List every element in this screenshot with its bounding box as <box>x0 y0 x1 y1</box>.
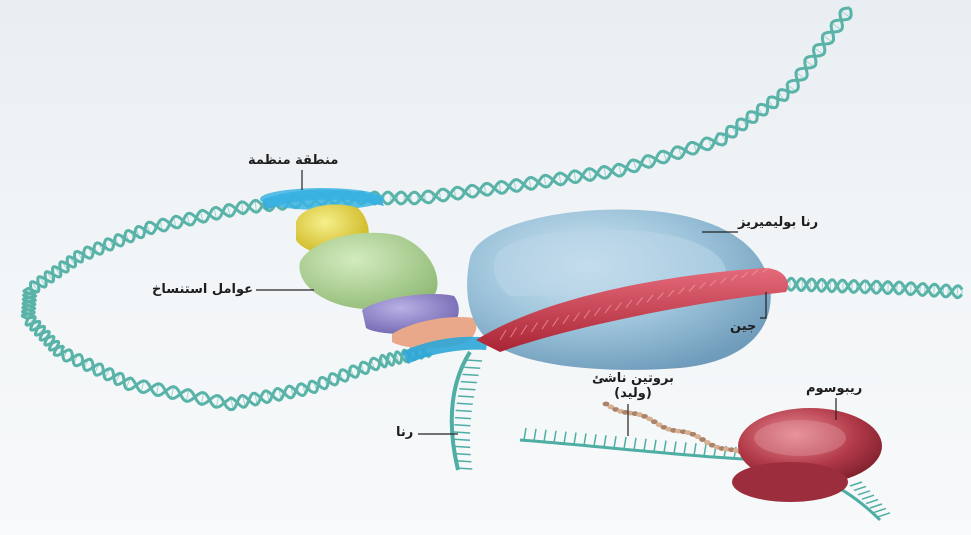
dna-strand-right <box>786 278 962 298</box>
label-ribosome: ريبوسوم <box>806 382 862 397</box>
label-rna: رنا <box>396 426 413 441</box>
label-gene: جين <box>730 320 756 335</box>
label-transcription-factors: عوامل استنساخ <box>152 283 253 298</box>
dna-double-helix <box>22 8 962 410</box>
label-rna-polymerase: رنا بوليميريز <box>738 216 818 231</box>
label-nascent-protein-line1: بروتين ناشئ <box>592 372 674 387</box>
label-nascent-protein: بروتين ناشئ (وليد) <box>592 372 674 402</box>
transcription-factors <box>296 204 476 348</box>
rna-strand <box>452 352 482 470</box>
label-nascent-protein-line2: (وليد) <box>592 387 674 402</box>
label-regulatory-region: منطقة منظمة <box>248 154 338 169</box>
